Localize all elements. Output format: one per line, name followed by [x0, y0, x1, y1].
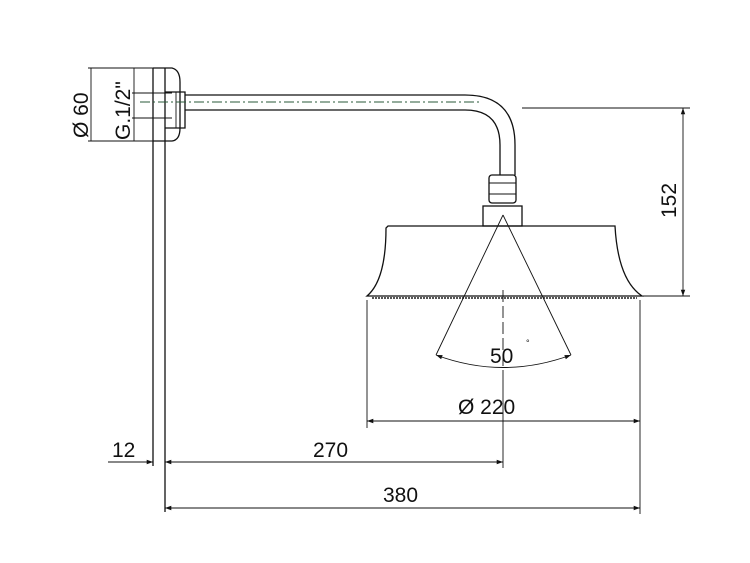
height-dimension: 152: [522, 107, 690, 297]
center-projection-label: 270: [313, 439, 348, 462]
height-label: 152: [658, 183, 681, 218]
degree-symbol: °: [526, 338, 530, 348]
shower-head: [365, 225, 645, 299]
plate-diameter-label: Ø 60: [70, 92, 93, 138]
head-diameter-dimension: Ø 220: [366, 300, 641, 514]
ball-joint-connector: [482, 174, 523, 227]
offset-dimensions: 12 270: [108, 370, 504, 468]
head-diameter-label: Ø 220: [458, 396, 515, 419]
wall-plate: [152, 67, 186, 512]
plate-dimensions: Ø 60 G.1/2": [70, 67, 172, 142]
thread-size-label: G.1/2": [112, 81, 135, 140]
spray-angle-dimension: 50 °: [435, 214, 572, 370]
wall-offset-label: 12: [112, 439, 135, 462]
total-projection-dimension: 380: [164, 484, 640, 511]
total-projection-label: 380: [383, 484, 418, 507]
spray-angle-label: 50: [490, 345, 513, 368]
shower-arm: [140, 94, 516, 175]
